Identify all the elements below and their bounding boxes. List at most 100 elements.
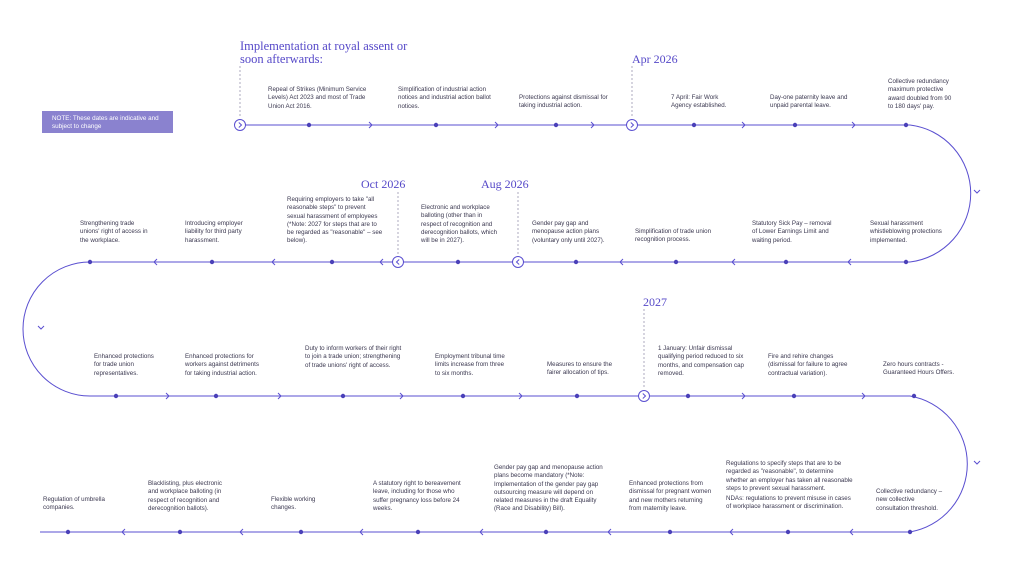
arrow-down-icon: [37, 325, 45, 330]
milestone-text: NDAs: regulations to prevent misuse in c…: [726, 495, 851, 511]
milestone-text: Electronic and workplace balloting (othe…: [421, 204, 498, 245]
arrow-left-icon: [379, 258, 384, 266]
arrow-left-icon: [607, 528, 612, 536]
timeline-dot: [460, 393, 466, 399]
milestone-text: Simplification of trade union recognitio…: [635, 228, 712, 244]
timeline-dot: [553, 122, 559, 128]
arrow-right-icon: [518, 392, 523, 400]
timeline-dot: [543, 529, 549, 535]
timeline-dot: [903, 259, 909, 265]
chevron-left-icon: [395, 259, 400, 265]
milestone-text: 7 April: Fair Work Agency established.: [671, 94, 727, 110]
timeline-dot: [667, 529, 673, 535]
arrow-right-icon: [741, 392, 746, 400]
timeline-dot: [113, 393, 119, 399]
header-royal-assent: Implementation at royal assent or soon a…: [240, 39, 408, 67]
arrow-left-icon: [271, 258, 276, 266]
arrow-left-icon: [729, 528, 734, 536]
milestone-text: Blacklisting, plus electronic and workpl…: [148, 480, 222, 512]
arrow-left-icon: [847, 258, 852, 266]
milestone-text: Introducing employer liability for third…: [185, 220, 243, 244]
arrow-right-icon: [590, 121, 595, 129]
milestone-text: Gender pay gap and menopause action plan…: [494, 464, 603, 513]
milestone-text: Enhanced protections for trade union rep…: [94, 353, 154, 377]
milestone-text: Zero hours contracts - Guaranteed Hours …: [883, 361, 955, 377]
arrow-left-icon: [359, 528, 364, 536]
header-2027: 2027: [643, 295, 667, 309]
milestone-text: Regulations to specify steps that are to…: [726, 460, 853, 492]
chevron-left-icon: [515, 259, 520, 265]
header-aug-2026: Aug 2026: [481, 177, 529, 191]
timeline-dot: [298, 529, 304, 535]
timeline-curve-right-2: [909, 395, 968, 533]
arrow-down-icon: [973, 189, 981, 194]
arrow-left-icon: [121, 528, 126, 536]
milestone-text: Fire and rehire changes (dismissal for f…: [768, 353, 848, 377]
arrow-left-icon: [153, 258, 158, 266]
timeline-dot: [691, 122, 697, 128]
timeline-dot: [783, 259, 789, 265]
timeline-dot: [306, 122, 312, 128]
arrow-right-icon: [861, 392, 866, 400]
timeline-dot: [177, 529, 183, 535]
timeline-dot: [455, 259, 461, 265]
header-apr-2026: Apr 2026: [632, 52, 678, 66]
note-box: NOTE: These dates are indicative and sub…: [42, 111, 173, 133]
milestone-text: Collective redundancy maximum protective…: [888, 78, 952, 110]
milestone-text: Requiring employers to take "all reasona…: [287, 196, 383, 245]
timeline-dot: [209, 259, 215, 265]
milestone-text: Duty to inform workers of their right to…: [305, 345, 402, 369]
arrow-right-icon: [741, 121, 746, 129]
milestone-text: Measures to ensure the fairer allocation…: [547, 361, 613, 377]
timeline-dot: [573, 259, 579, 265]
milestone-text: 1 January: Unfair dismissal qualifying p…: [658, 345, 744, 377]
timeline-dot: [574, 393, 580, 399]
timeline-dot: [340, 393, 346, 399]
arrow-left-icon: [849, 528, 854, 536]
date-marker-circle: [626, 119, 638, 131]
arrow-right-icon: [399, 392, 404, 400]
milestone-text: Protections against dismissal for taking…: [519, 94, 608, 110]
timeline-dot: [329, 259, 335, 265]
milestone-text: Simplification of industrial action noti…: [398, 86, 491, 110]
milestone-text: Collective redundancy – new collective c…: [876, 488, 943, 512]
date-marker-circle: [512, 256, 524, 268]
arrow-right-icon: [165, 392, 170, 400]
milestone-text: Gender pay gap and menopause action plan…: [532, 220, 605, 244]
chevron-right-icon: [238, 122, 243, 128]
timeline-dot: [65, 529, 71, 535]
timeline-dot: [415, 529, 421, 535]
arrow-down-icon: [973, 460, 981, 465]
timeline-dot: [911, 393, 917, 399]
milestone-text: Strengthening trade unions' right of acc…: [80, 220, 148, 244]
arrow-right-icon: [368, 121, 373, 129]
arrow-right-icon: [277, 392, 282, 400]
timeline-dot: [87, 259, 93, 265]
timeline-dot: [685, 393, 691, 399]
arrow-left-icon: [479, 528, 484, 536]
milestone-text: Enhanced protections from dismissal for …: [629, 480, 712, 512]
timeline-dot: [213, 393, 219, 399]
chevron-right-icon: [630, 122, 635, 128]
milestone-text: Statutory Sick Pay – removal of Lower Ea…: [752, 220, 832, 244]
milestone-text: Flexible working changes.: [271, 496, 316, 512]
chevron-right-icon: [642, 393, 647, 399]
milestone-text: Sexual harassment whistleblowing protect…: [870, 220, 942, 244]
date-marker-circle: [392, 256, 404, 268]
arrow-right-icon: [494, 121, 499, 129]
timeline-dot: [791, 393, 797, 399]
arrow-left-icon: [239, 528, 244, 536]
timeline-dot: [792, 122, 798, 128]
milestone-text: Repeal of Strikes (Minimum Service Level…: [268, 86, 367, 110]
date-marker-circle: [638, 390, 650, 402]
milestone-text: Enhanced protections for workers against…: [185, 353, 259, 377]
timeline-curve-left: [22, 261, 91, 397]
milestone-text: A statutory right to bereavement leave, …: [373, 480, 461, 512]
milestone-text: Regulation of umbrella companies.: [43, 496, 105, 512]
header-oct-2026: Oct 2026: [361, 177, 406, 191]
arrow-left-icon: [731, 258, 736, 266]
timeline-curve-right-1: [909, 124, 972, 263]
milestone-text: Employment tribunal time limits increase…: [435, 353, 505, 377]
timeline-dot: [907, 529, 913, 535]
